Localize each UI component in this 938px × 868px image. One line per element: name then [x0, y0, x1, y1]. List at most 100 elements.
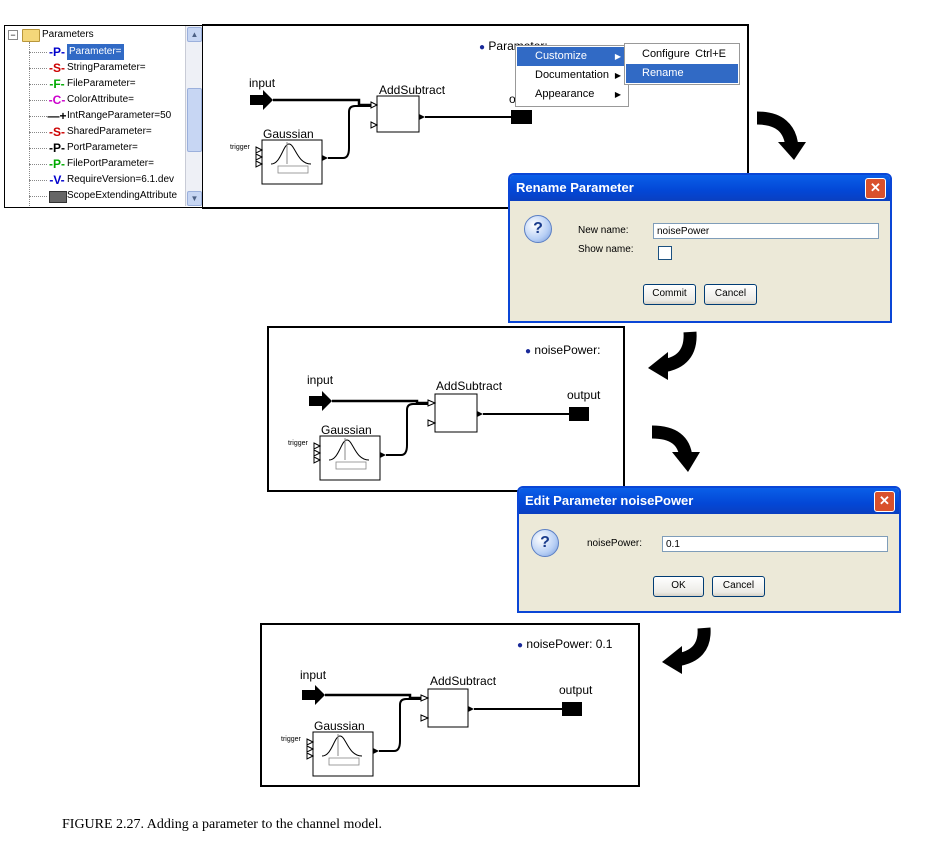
param-label-3: noisePower: 0.1 [526, 637, 613, 651]
tree-item[interactable]: -C-ColorAttribute= [5, 92, 186, 108]
output-port-icon [519, 110, 532, 124]
scroll-up-icon[interactable]: ▲ [187, 27, 202, 42]
parameter-type-icon: -V- [49, 173, 65, 187]
parameter-type-icon: -P- [49, 141, 65, 155]
submenu-arrow-icon: ▶ [614, 71, 621, 80]
parameter-type-icon: -P- [49, 157, 65, 171]
tree-item[interactable]: —+IntRangeParameter=50 [5, 108, 186, 124]
parameter-type-icon [49, 191, 67, 203]
tree-scrollbar[interactable]: ▲ ▼ [185, 26, 202, 206]
menu-item-rename-label: Rename [642, 67, 684, 79]
menu-item-configure[interactable]: Configure Ctrl+E [626, 45, 738, 64]
menu-item-documentation-label: Documentation [535, 69, 609, 81]
addsubtract-label-2: AddSubtract [436, 379, 503, 393]
rename-dialog-titlebar: Rename Parameter ✕ [510, 175, 890, 201]
output-label-3: output [559, 683, 593, 697]
param-label-2: noisePower: [534, 343, 601, 357]
tree-item-label: FileParameter= [67, 78, 136, 89]
input-port-icon [250, 90, 273, 110]
curved-arrow-icon [651, 425, 700, 472]
tree-item-label: ColorAttribute= [67, 94, 134, 105]
collapse-icon[interactable]: − [8, 30, 18, 40]
new-name-label: New name: [578, 225, 629, 236]
tree-item[interactable]: -P-FilePortParameter= [5, 156, 186, 172]
menu-item-appearance-label: Appearance [535, 88, 595, 100]
parameter-type-icon: -F- [49, 77, 65, 91]
trigger-label-2: trigger [288, 440, 308, 447]
param-indicator-2[interactable]: ● noisePower: [525, 343, 601, 357]
parameter-type-icon: -C- [48, 93, 66, 107]
noisepower-field-label: noisePower: [587, 538, 643, 549]
menu-item-appearance[interactable]: Appearance▶ [517, 85, 627, 104]
edit-dialog: Edit Parameter noisePower ✕ ? noisePower… [517, 486, 901, 613]
model-diagram-2 [309, 391, 589, 481]
curved-arrow-icon [648, 331, 697, 380]
context-menu: Customize▶ Documentation ▶ Appearance▶ [515, 45, 629, 107]
new-name-input[interactable]: noisePower [653, 223, 879, 239]
parameter-type-icon: —+ [47, 109, 67, 123]
model-diagram-1 [250, 90, 532, 185]
tree-connector [29, 132, 47, 133]
folder-icon [22, 29, 40, 42]
tree-item[interactable]: -S-SharedParameter= [5, 124, 186, 140]
trigger-label-1: trigger [230, 144, 250, 151]
gaussian-label-2: Gaussian [321, 423, 372, 437]
menu-item-rename[interactable]: Rename [626, 64, 738, 83]
tree-item-label: RequireVersion=6.1.dev [67, 174, 175, 185]
show-name-label: Show name: [578, 244, 634, 255]
input-label-3: input [300, 668, 327, 682]
menu-item-customize-label: Customize [535, 50, 587, 62]
question-icon: ? [531, 529, 559, 557]
addsubtract-label-1: AddSubtract [379, 83, 446, 97]
input-label-1: input [249, 76, 276, 90]
trigger-label-3: trigger [281, 736, 301, 743]
tree-item[interactable]: -P-Parameter= [5, 44, 186, 60]
parameter-type-icon: -S- [49, 125, 65, 139]
menu-item-customize[interactable]: Customize▶ [517, 47, 627, 66]
tree-connector [29, 84, 47, 85]
menu-item-configure-label: Configure [642, 48, 690, 60]
tree-connector [29, 164, 47, 165]
cancel-button[interactable]: Cancel [704, 284, 757, 305]
tree-item[interactable]: -S-StringParameter= [5, 60, 186, 76]
addsubtract-label-3: AddSubtract [430, 674, 497, 688]
customize-submenu: Configure Ctrl+E Rename [624, 43, 740, 85]
gaussian-label-1: Gaussian [263, 127, 314, 141]
tree-connector [29, 196, 47, 197]
menu-item-documentation[interactable]: Documentation ▶ [517, 66, 627, 85]
cancel-button[interactable]: Cancel [712, 576, 765, 597]
param-indicator-3[interactable]: ● noisePower: 0.1 [517, 637, 613, 651]
tree-connector [29, 68, 47, 69]
scroll-down-icon[interactable]: ▼ [187, 191, 202, 206]
tree-item[interactable]: -F-FileParameter= [5, 76, 186, 92]
model-diagram-3 [302, 685, 582, 777]
noisepower-input[interactable]: 0.1 [662, 536, 888, 552]
ok-button[interactable]: OK [653, 576, 704, 597]
tree-item[interactable]: -P-PortParameter= [5, 140, 186, 156]
tree-connector [29, 180, 47, 181]
question-icon: ? [524, 215, 552, 243]
output-port-icon [570, 702, 582, 716]
show-name-checkbox[interactable] [658, 246, 672, 260]
tree-item-label: SharedParameter= [67, 126, 152, 137]
commit-button[interactable]: Commit [643, 284, 696, 305]
tree-item-label: IntRangeParameter=50 [67, 110, 172, 121]
tree-connector [29, 52, 47, 53]
rename-dialog-title: Rename Parameter [516, 180, 634, 195]
model-canvas-2[interactable]: ● noisePower: input AddSubtract Gaussian… [267, 326, 625, 492]
tree-item[interactable]: -V-RequireVersion=6.1.dev [5, 172, 186, 188]
model-canvas-3[interactable]: ● noisePower: 0.1 input AddSubtract Gaus… [260, 623, 640, 787]
rename-dialog: Rename Parameter ✕ ? New name: noisePowe… [508, 173, 892, 323]
close-icon[interactable]: ✕ [874, 491, 895, 512]
configure-shortcut: Ctrl+E [695, 48, 726, 60]
close-icon[interactable]: ✕ [865, 178, 886, 199]
input-port-icon [302, 685, 325, 705]
gaussian-actor [261, 139, 323, 185]
output-port-icon [577, 407, 589, 421]
scroll-thumb[interactable] [187, 88, 202, 152]
tree-item[interactable]: ScopeExtendingAttribute [5, 188, 186, 204]
input-port-icon [309, 391, 332, 411]
parameter-type-icon: -P- [49, 45, 65, 59]
tree-guide [29, 42, 30, 206]
